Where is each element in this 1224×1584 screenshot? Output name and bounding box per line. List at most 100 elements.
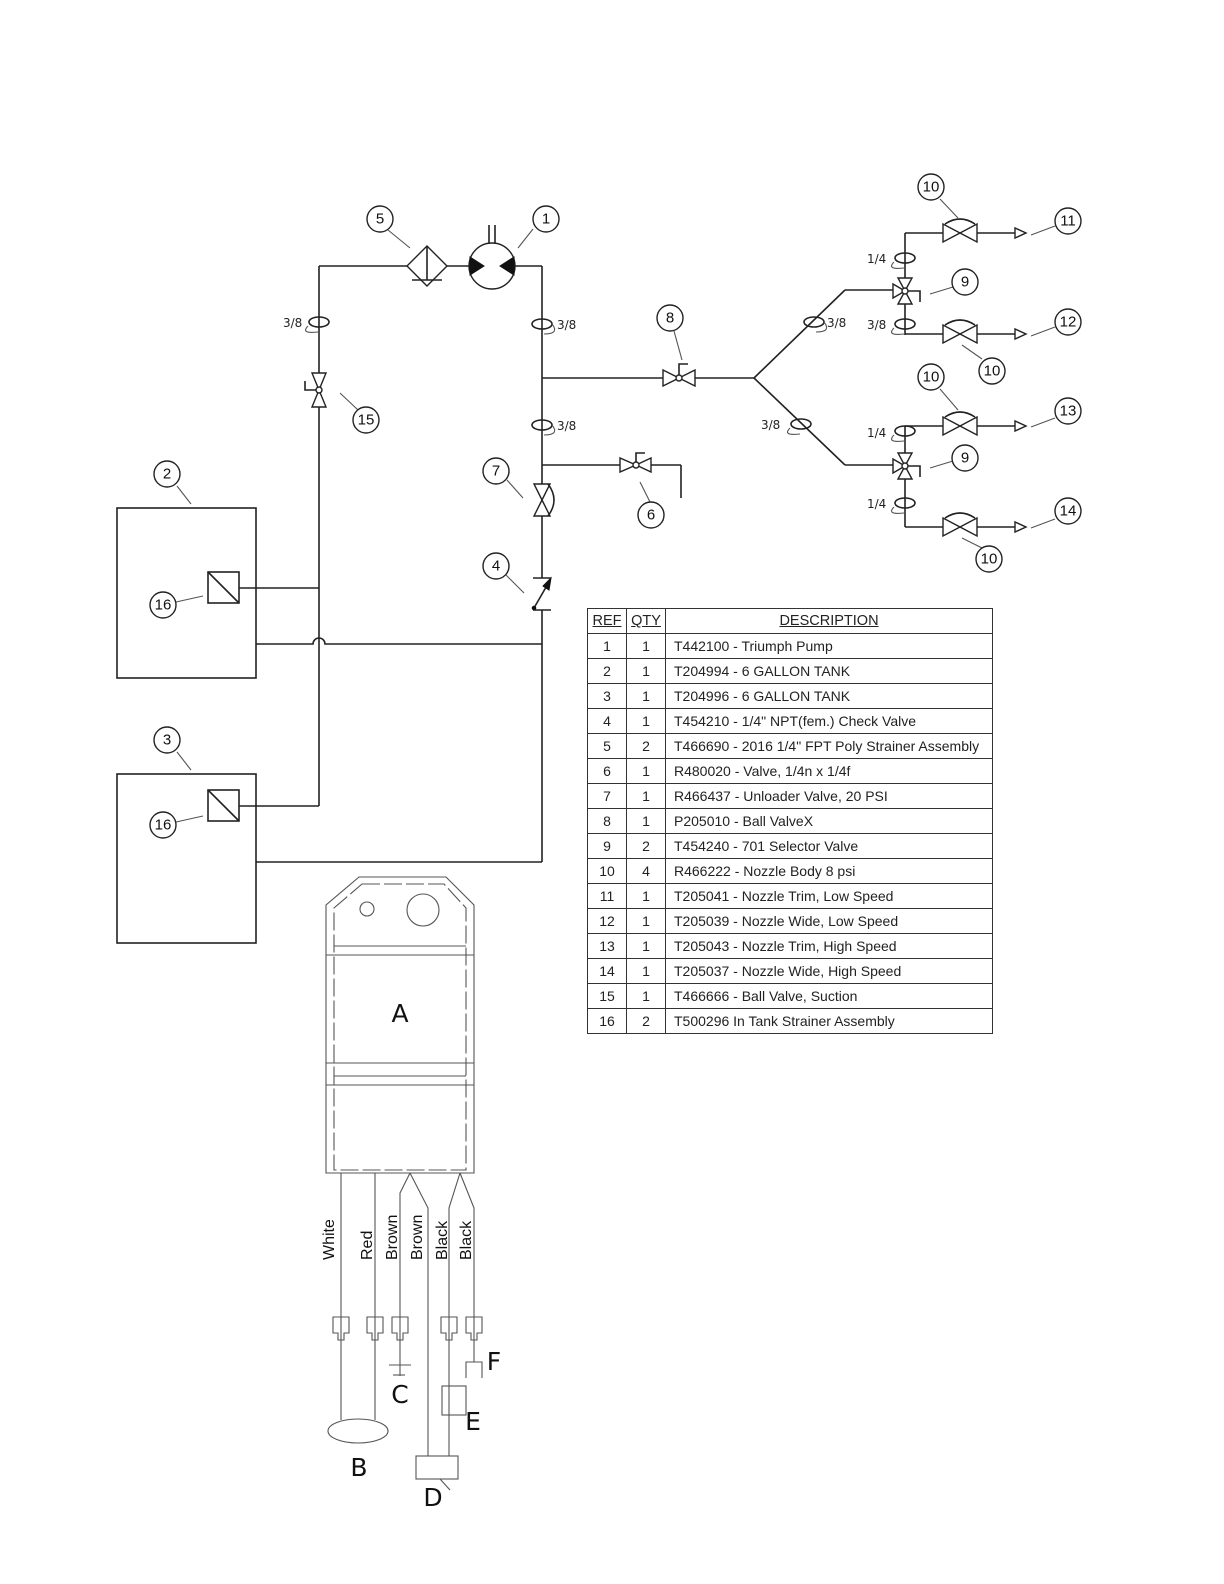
connector-icon (465, 1316, 483, 1341)
qty-cell: 1 (626, 758, 666, 784)
description-cell: R480020 - Valve, 1/4n x 1/4f (665, 758, 993, 784)
component-e-label: E (465, 1407, 481, 1436)
ref-cell: 7 (587, 783, 627, 809)
connector-icon (332, 1316, 350, 1341)
nozzle-11-icon (1014, 226, 1028, 240)
hose-size-label: 3/8 (557, 318, 576, 332)
selector-valve-lower-icon (892, 426, 921, 527)
callout-nozzle-13: 13 (1030, 397, 1082, 428)
hose-size-label: 1/4 (867, 497, 886, 511)
callout-selector-upper: 9 (929, 268, 979, 296)
hose-size-label: 1/4 (867, 252, 886, 266)
hose-marker-branch-upper: 3/8 (803, 316, 846, 333)
hose-marker-lower-top: 1/4 (867, 425, 916, 442)
control-module: A (325, 876, 475, 1174)
ref-cell: 11 (587, 883, 627, 909)
ref-cell: 9 (587, 833, 627, 859)
callout-suction-valve: 15 (339, 392, 380, 434)
description-cell: T454210 - 1/4" NPT(fem.) Check Valve (665, 708, 993, 734)
hose-size-label: 3/8 (557, 419, 576, 433)
svg-text:16: 16 (155, 597, 172, 614)
callout-nozzle-12: 12 (1030, 308, 1082, 337)
tank-strainer-a-icon (207, 571, 240, 604)
description-cell: T205039 - Nozzle Wide, Low Speed (665, 908, 993, 934)
ref-cell: 16 (587, 1008, 627, 1034)
svg-text:9: 9 (961, 274, 969, 291)
pump-icon (468, 225, 516, 290)
table-header-row: REF QTY DESCRIPTION (587, 608, 993, 634)
hose-marker-lower-bottom: 1/4 (867, 497, 916, 514)
callout-ball-valve-8: 8 (656, 304, 684, 361)
ref-cell: 14 (587, 958, 627, 984)
svg-text:13: 13 (1060, 403, 1077, 420)
qty-cell: 2 (626, 833, 666, 859)
qty-header: QTY (626, 608, 666, 634)
module-label: A (391, 999, 408, 1028)
branch-lower (753, 377, 846, 466)
nozzle-12-icon (1014, 327, 1028, 341)
tank-strainer-b-icon (207, 789, 240, 822)
connector-icon (440, 1316, 458, 1341)
svg-text:4: 4 (492, 558, 500, 575)
plumbing-lines (239, 265, 893, 863)
ref-cell: 8 (587, 808, 627, 834)
qty-cell: 1 (626, 958, 666, 984)
component-e-icon (441, 1385, 467, 1416)
svg-text:8: 8 (666, 310, 674, 327)
description-cell: T205037 - Nozzle Wide, High Speed (665, 958, 993, 984)
callout-nozzle-body-3: 10 (917, 363, 959, 411)
nozzle-line-14 (905, 512, 1028, 538)
callout-unloader: 7 (482, 457, 524, 499)
tank2-return (256, 637, 542, 645)
callout-selector-lower: 9 (929, 444, 979, 472)
svg-text:10: 10 (981, 551, 998, 568)
nozzle-line-12 (905, 319, 1028, 345)
ref-cell: 2 (587, 658, 627, 684)
callout-nozzle-11: 11 (1030, 207, 1082, 236)
ref-cell: 10 (587, 858, 627, 884)
callout-strainer: 5 (366, 205, 411, 249)
svg-text:11: 11 (1060, 213, 1076, 230)
callouts: 1 5 15 2 3 16 16 (149, 173, 1082, 839)
hose-marker-pump-outlet: 3/8 (531, 318, 576, 335)
selector-valve-upper-icon (892, 233, 921, 335)
connector-icon (366, 1316, 384, 1341)
svg-text:6: 6 (647, 507, 655, 524)
qty-cell: 1 (626, 883, 666, 909)
tank-3 (116, 773, 257, 944)
callout-tank-strainer-a: 16 (149, 591, 204, 619)
qty-cell: 2 (626, 733, 666, 759)
description-cell: T500296 In Tank Strainer Assembly (665, 1008, 993, 1034)
component-b-label: B (350, 1453, 367, 1482)
qty-cell: 4 (626, 858, 666, 884)
description-cell: T466666 - Ball Valve, Suction (665, 983, 993, 1009)
callout-nozzle-body-1: 10 (917, 173, 959, 219)
hose-marker-main-lower: 3/8 (531, 419, 576, 436)
description-cell: T442100 - Triumph Pump (665, 633, 993, 659)
svg-text:5: 5 (376, 211, 384, 228)
qty-cell: 1 (626, 633, 666, 659)
svg-text:15: 15 (358, 412, 375, 429)
callout-nozzle-body-4: 10 (961, 537, 1003, 573)
qty-cell: 1 (626, 683, 666, 709)
svg-text:7: 7 (492, 463, 500, 480)
qty-cell: 1 (626, 658, 666, 684)
svg-text:10: 10 (923, 369, 940, 386)
svg-text:1: 1 (542, 211, 550, 228)
qty-cell: 1 (626, 808, 666, 834)
description-cell: R466222 - Nozzle Body 8 psi (665, 858, 993, 884)
wire-label: Black (458, 1220, 475, 1260)
qty-cell: 1 (626, 783, 666, 809)
